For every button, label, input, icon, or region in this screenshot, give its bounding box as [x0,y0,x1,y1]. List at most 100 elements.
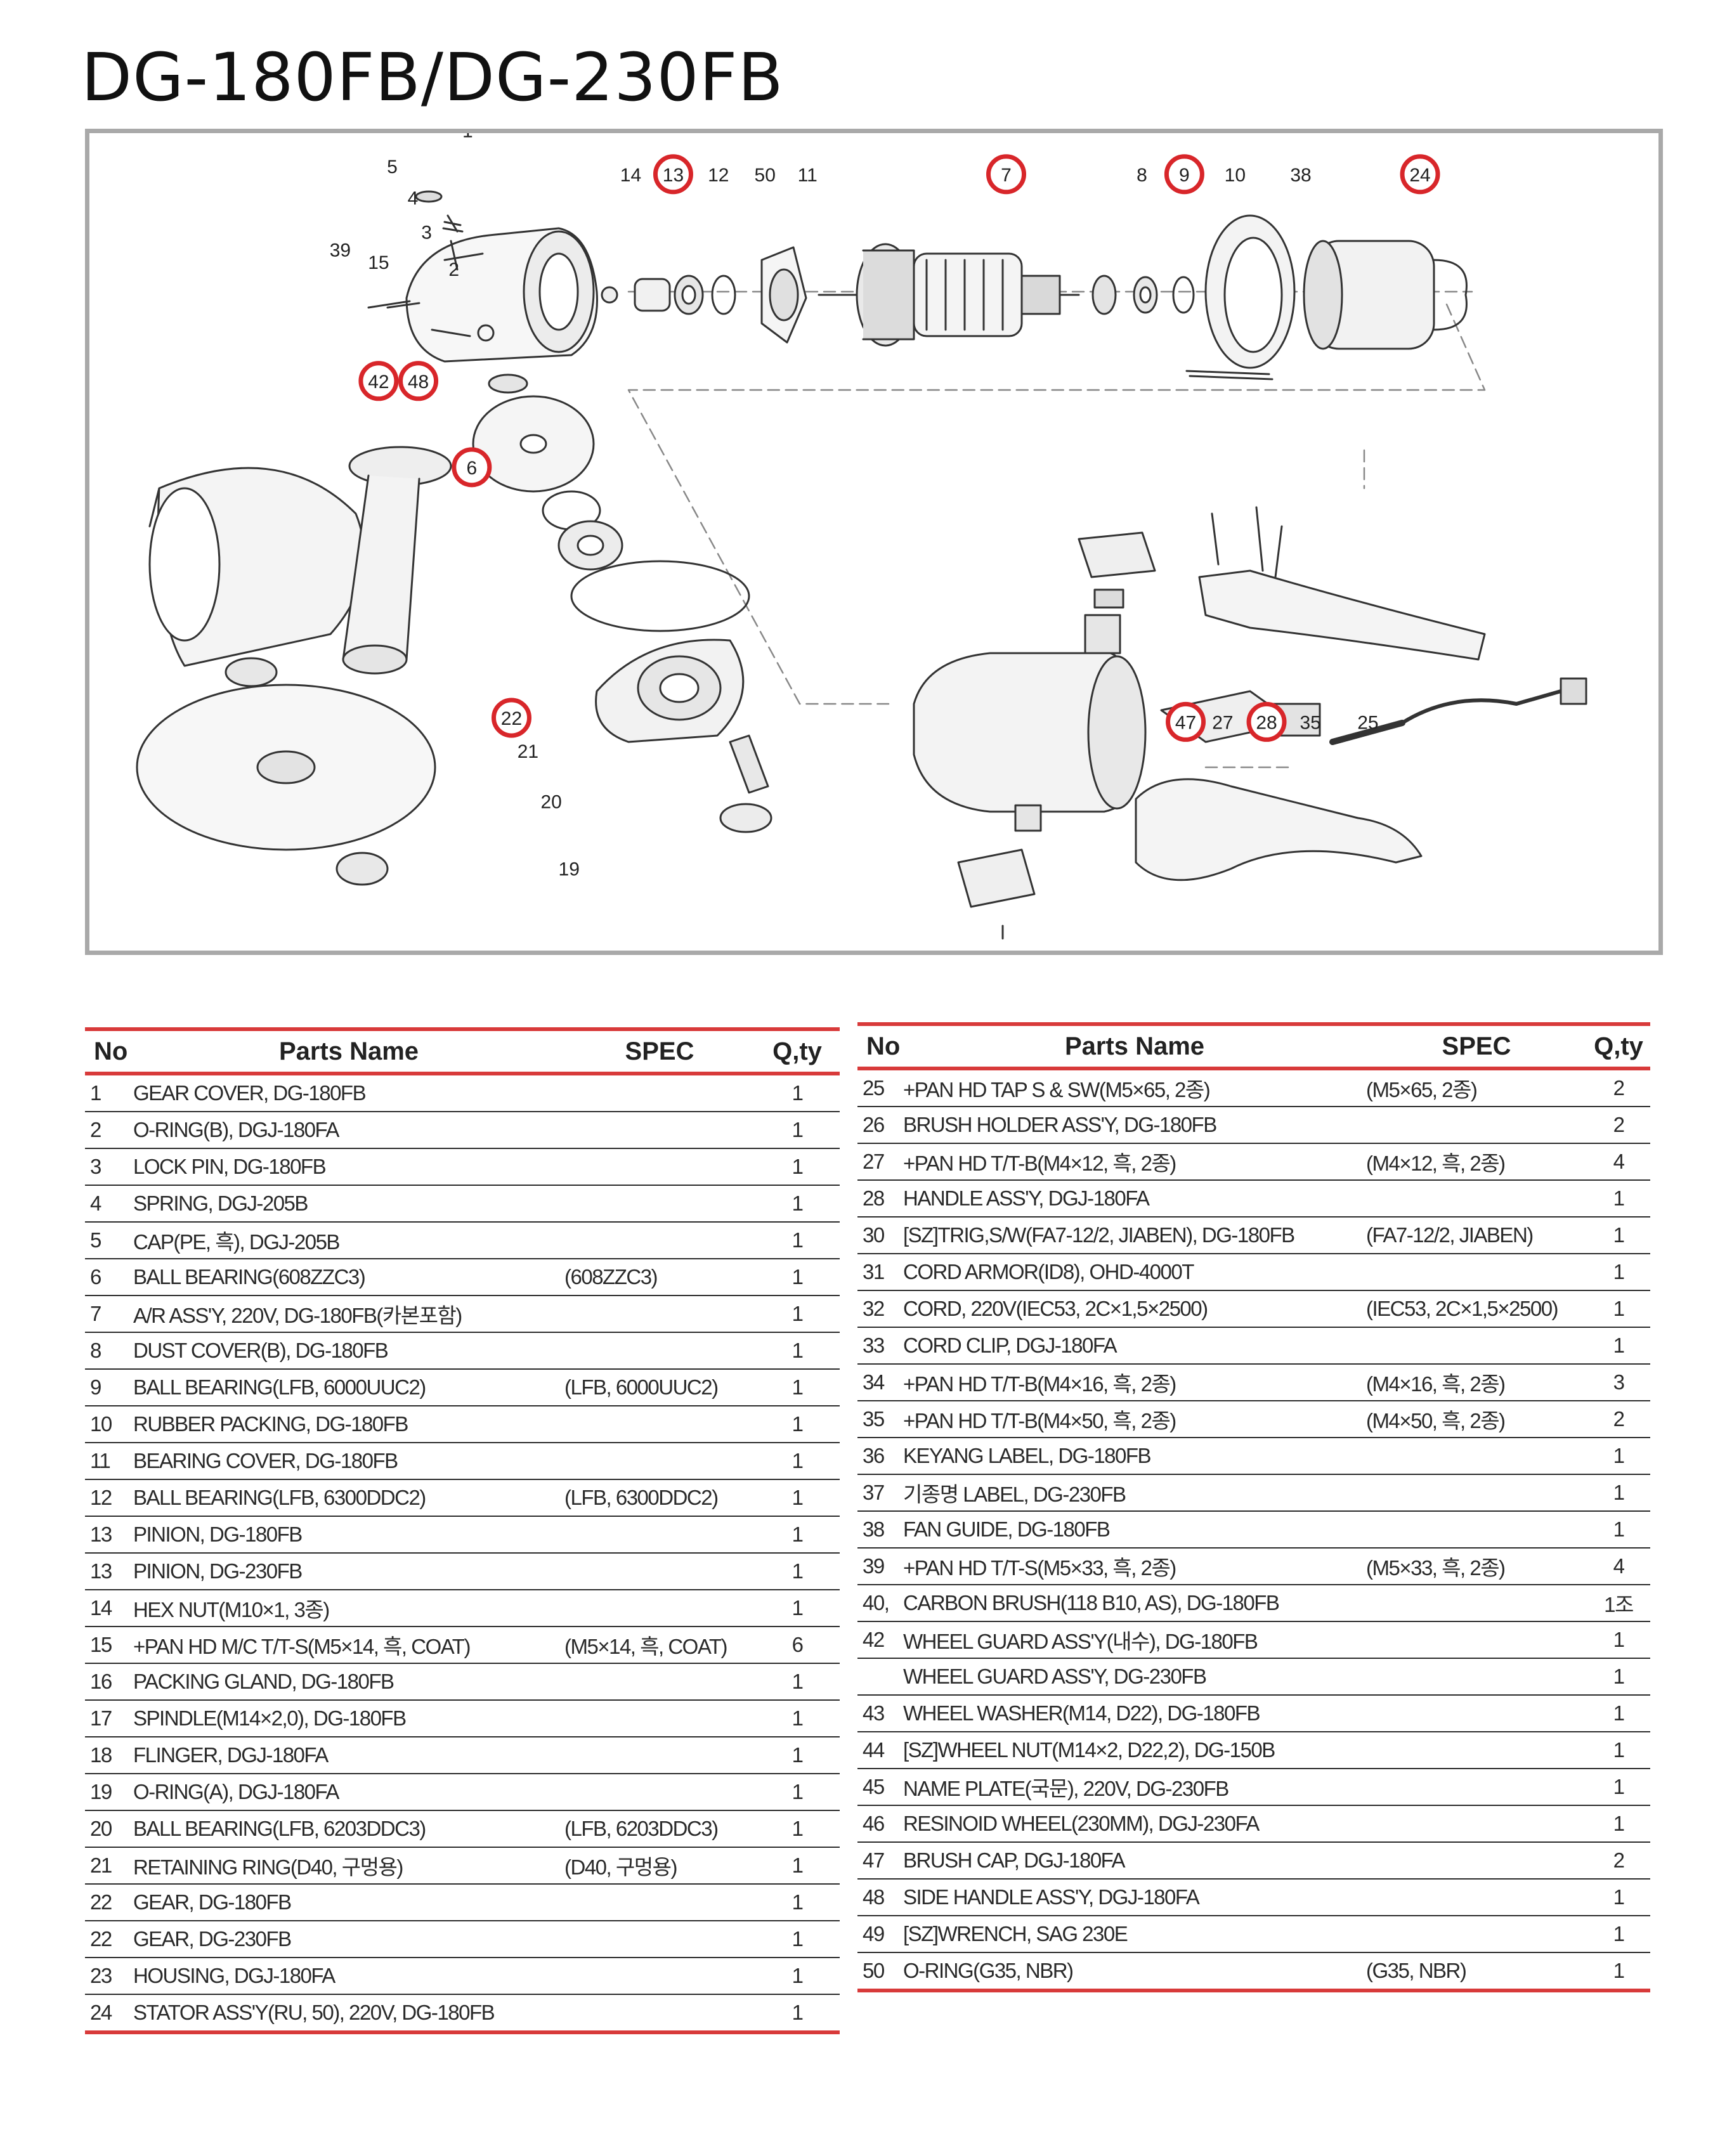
callout: 14 [620,165,641,186]
cell-no: 18 [85,1737,133,1774]
cell-qty: 1 [755,1663,840,1701]
cell-spec [1366,1107,1587,1144]
callout: 35 [1300,712,1320,733]
cell-qty: 1 [1587,1217,1650,1254]
cell-qty: 1 [755,1810,840,1848]
cell-parts-name: CAP(PE, 흑), DGJ-205B [133,1222,564,1259]
cell-parts-name: PINION, DG-230FB [133,1553,564,1590]
cell-no: 35 [857,1401,903,1438]
cell-spec [564,1222,755,1259]
table-header: No Parts Name SPEC Q,ty [85,1027,840,1075]
cell-qty: 1 [1587,1290,1650,1328]
cell-spec: (IEC53, 2C×1,5×2500) [1366,1290,1587,1328]
cell-parts-name: GEAR COVER, DG-180FB [133,1074,564,1112]
table-row: 39+PAN HD T/T-S(M5×33, 흑, 2종)(M5×33, 흑, … [857,1548,1650,1585]
cell-spec [1366,1916,1587,1953]
cell-no: 26 [857,1107,903,1144]
cell-no: 28 [857,1180,903,1218]
callout: 11 [798,165,818,186]
callout: 39 [330,240,351,261]
callout-number: 48 [408,372,429,393]
callout-number: 14 [620,165,641,186]
cell-spec [1366,1180,1587,1218]
cell-spec [564,1406,755,1443]
cell-qty: 4 [1587,1143,1650,1181]
cell-spec [1366,1658,1587,1696]
cell-parts-name: FAN GUIDE, DG-180FB [903,1511,1366,1549]
table-row: 15+PAN HD M/C T/T-S(M5×14, 흑, COAT)(M5×1… [85,1627,840,1664]
part-bearing-608 [488,373,528,394]
cell-no: 13 [85,1553,133,1590]
cell-parts-name: CORD, 220V(IEC53, 2C×1,5×2500) [903,1290,1366,1328]
cell-parts-name: BEARING COVER, DG-180FB [133,1443,564,1480]
cell-parts-name: SIDE HANDLE ASS'Y, DGJ-180FA [903,1879,1366,1916]
cell-spec: (M5×33, 흑, 2종) [1366,1548,1587,1585]
cell-spec: (M5×65, 2종) [1366,1068,1587,1107]
callout: 1 [462,133,473,142]
cell-parts-name: RESINOID WHEEL(230MM), DGJ-230FA [903,1805,1366,1843]
cell-qty: 1 [755,1921,840,1958]
cell-qty: 1 [1587,1732,1650,1769]
cell-no: 48 [857,1879,903,1916]
callout-circled: 47 [1166,701,1206,742]
cell-spec: (M5×14, 흑, COAT) [564,1627,755,1664]
cell-parts-name: FLINGER, DGJ-180FA [133,1737,564,1774]
table-row: 35+PAN HD T/T-B(M4×50, 흑, 2종)(M4×50, 흑, … [857,1401,1650,1438]
callout-number: 50 [755,165,776,186]
cell-no: 36 [857,1438,903,1475]
cell-no: 22 [85,1921,133,1958]
cell-qty: 1 [755,1074,840,1112]
cell-spec [564,1332,755,1370]
cell-qty: 3 [1587,1364,1650,1401]
cell-no: 8 [85,1332,133,1370]
table-row: 30[SZ]TRIG,S/W(FA7-12/2, JIABEN), DG-180… [857,1217,1650,1254]
part-brush-parts [1078,531,1156,654]
cell-parts-name: STATOR ASS'Y(RU, 50), 220V, DG-180FB [133,1994,564,2034]
cell-qty: 1 [1587,1879,1650,1916]
cell-spec [1366,1805,1587,1843]
cell-no: 1 [85,1074,133,1112]
callout-number: 21 [518,741,538,762]
callout-circled: 24 [1400,154,1440,195]
cell-no: 23 [85,1958,133,1995]
callout-number: 24 [1409,165,1430,186]
cell-parts-name: WHEEL WASHER(M14, D22), DG-180FB [903,1695,1366,1732]
cell-no: 19 [85,1774,133,1811]
cell-no: 4 [85,1185,133,1223]
cell-parts-name: BALL BEARING(608ZZC3) [133,1259,564,1296]
part-pinion-group [601,246,807,344]
cell-spec [1366,1732,1587,1769]
cell-parts-name: BALL BEARING(LFB, 6300DDC2) [133,1479,564,1517]
cell-spec: (LFB, 6300DDC2) [564,1479,755,1517]
cell-no: 49 [857,1916,903,1953]
cell-parts-name: A/R ASS'Y, 220V, DG-180FB(카본포함) [133,1296,564,1333]
cell-qty: 1 [755,1148,840,1186]
cell-qty: 2 [1587,1401,1650,1438]
cell-parts-name: DUST COVER(B), DG-180FB [133,1332,564,1370]
cell-no: 27 [857,1143,903,1181]
callout-number: 27 [1212,712,1233,733]
cell-parts-name: O-RING(A), DGJ-180FA [133,1774,564,1811]
callout: 38 [1290,165,1311,186]
callout-number: 8 [1137,165,1147,186]
cell-spec [1366,1327,1587,1365]
cell-spec [1366,1511,1587,1549]
cell-qty: 1 [1587,1916,1650,1953]
cell-no: 9 [85,1369,133,1406]
cell-no: 24 [85,1994,133,2034]
cell-spec [1366,1474,1587,1512]
cell-no: 17 [85,1700,133,1737]
callout-number: 1 [462,133,473,142]
page-title: DG-180FB/DG-230FB [81,39,784,116]
